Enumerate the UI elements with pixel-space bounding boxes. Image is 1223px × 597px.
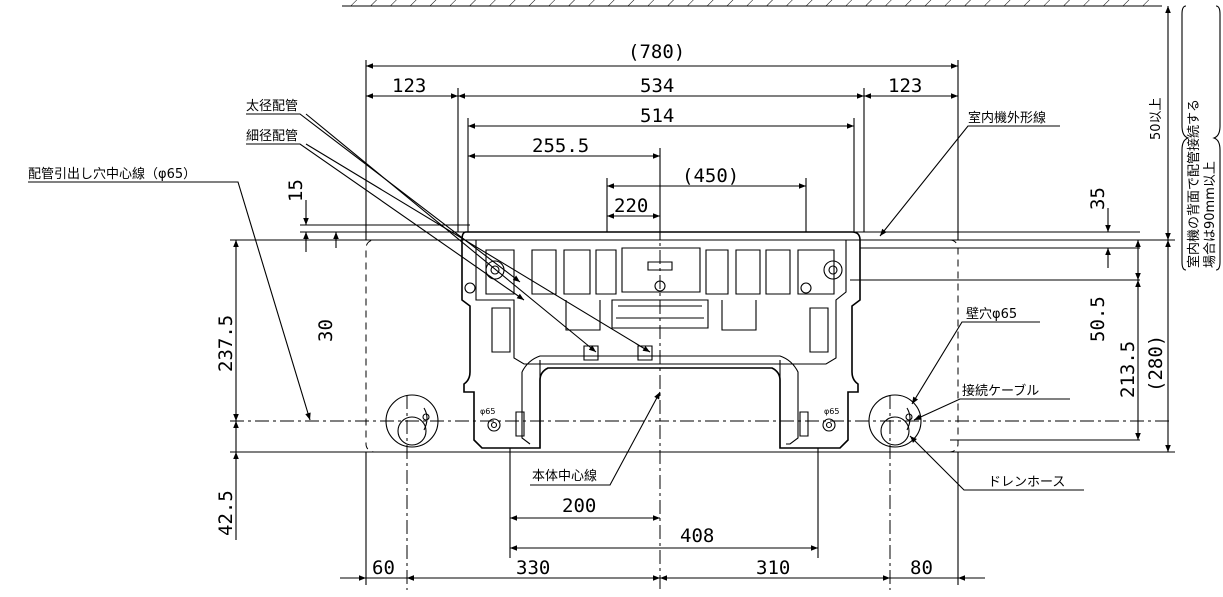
- horizontal-dimensions: [340, 63, 985, 581]
- dim-35: 35: [1087, 187, 1109, 210]
- dim-60: 60: [372, 557, 395, 579]
- wall-hole-right: [868, 394, 922, 448]
- dim-42-5: 42.5: [215, 490, 237, 536]
- label-rear-note-line2: 場合は90mm以上: [1203, 161, 1218, 268]
- label-wall-hole: 壁穴φ65: [966, 307, 1017, 322]
- reference-lines: [230, 224, 1175, 453]
- label-rear-note-line1: 室内機の背面で配管接続する: [1186, 99, 1202, 268]
- plate-mark-right: φ65: [824, 407, 839, 416]
- dim-30: 30: [315, 319, 337, 342]
- label-thick-pipe: 太径配管: [246, 99, 298, 114]
- vertical-dimensions: [233, 5, 1171, 540]
- dimension-texts: (780) 123 534 123 514 255.5 (450) 220 20…: [215, 41, 1167, 579]
- label-thin-pipe: 細径配管: [246, 129, 298, 144]
- dim-50-up: 50以上: [1149, 97, 1164, 140]
- dim-200: 200: [562, 495, 596, 517]
- dim-450: (450): [682, 165, 739, 187]
- label-drain-hose: ドレンホース: [988, 475, 1065, 490]
- ceiling-hatch: [342, 0, 1162, 7]
- dim-213-5: 213.5: [1117, 341, 1139, 398]
- dim-280: (280): [1145, 335, 1167, 392]
- dim-80: 80: [910, 557, 933, 579]
- dim-534: 534: [640, 75, 674, 97]
- extension-lines: [365, 60, 959, 585]
- dim-408: 408: [680, 525, 714, 547]
- dim-15: 15: [285, 179, 307, 202]
- label-connection-cable: 接続ケーブル: [962, 383, 1039, 399]
- wall-hole-left: [385, 394, 439, 448]
- dim-220: 220: [614, 195, 648, 217]
- label-indoor-outline: 室内機外形線: [968, 110, 1046, 126]
- dim-780: (780): [628, 41, 685, 63]
- dim-237-5: 237.5: [215, 315, 237, 372]
- installation-plate: φ65 φ65: [461, 231, 861, 449]
- dim-514: 514: [640, 105, 674, 127]
- dim-310: 310: [756, 557, 790, 579]
- dim-123-left: 123: [392, 75, 426, 97]
- dim-50-5: 50.5: [1087, 296, 1109, 342]
- leader-lines: [28, 113, 1084, 491]
- dim-330: 330: [516, 557, 550, 579]
- dim-255-5: 255.5: [532, 135, 589, 157]
- label-body-center: 本体中心線: [532, 468, 597, 484]
- plate-mark-left: φ65: [480, 407, 495, 416]
- annotation-labels: 太径配管 細径配管 配管引出し穴中心線（φ65） 室内機外形線 壁穴φ65 接続…: [28, 5, 1221, 490]
- center-lines: [230, 150, 1170, 590]
- dim-123-right: 123: [888, 75, 922, 97]
- label-pipe-hole-center: 配管引出し穴中心線（φ65）: [28, 166, 196, 182]
